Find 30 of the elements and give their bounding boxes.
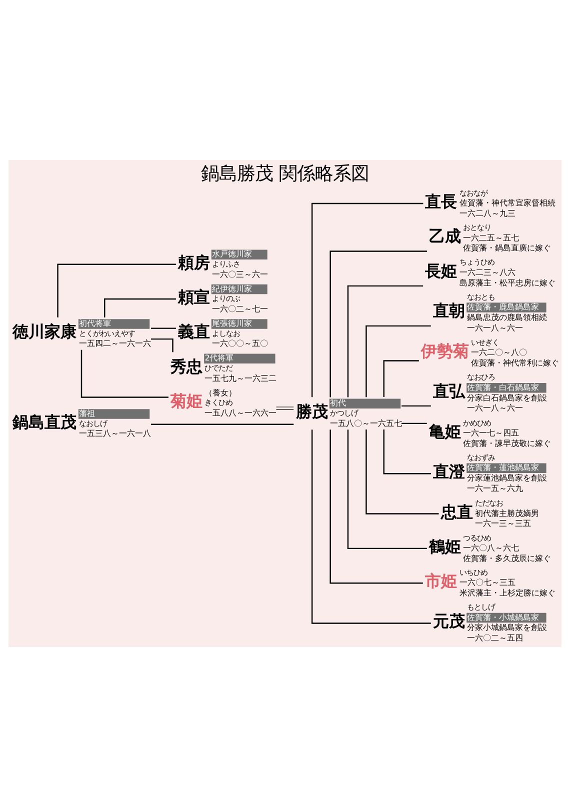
node-label: 元茂	[433, 612, 466, 630]
node-label: 直朝	[433, 301, 466, 320]
connector	[366, 430, 439, 514]
connector	[57, 264, 176, 318]
connector	[330, 250, 428, 398]
connector	[330, 430, 423, 584]
node-label: 直澄	[433, 462, 466, 481]
diagram-title: 鍋島勝茂 関係略系図	[201, 163, 369, 184]
node-label: 徳川家康	[12, 322, 77, 342]
connector	[151, 328, 176, 329]
connector	[276, 406, 294, 410]
connector	[80, 350, 168, 398]
connector	[104, 298, 176, 318]
connector	[366, 325, 431, 398]
connector	[311, 430, 431, 624]
connector	[383, 430, 431, 474]
node-label: 直弘	[433, 382, 466, 401]
connector	[402, 405, 431, 407]
connector	[311, 202, 424, 398]
node-label: 義直	[178, 322, 210, 342]
connector	[383, 360, 419, 398]
connector	[402, 422, 427, 424]
connector	[150, 424, 294, 425]
node-label: 頼宣	[178, 288, 210, 307]
node-label: 鍋島直茂	[12, 412, 77, 432]
connector	[347, 285, 424, 398]
node-label: 秀忠	[170, 356, 203, 376]
node-label: 勝茂	[296, 402, 328, 421]
connector	[347, 430, 427, 550]
node-label: 頼房	[178, 252, 210, 272]
